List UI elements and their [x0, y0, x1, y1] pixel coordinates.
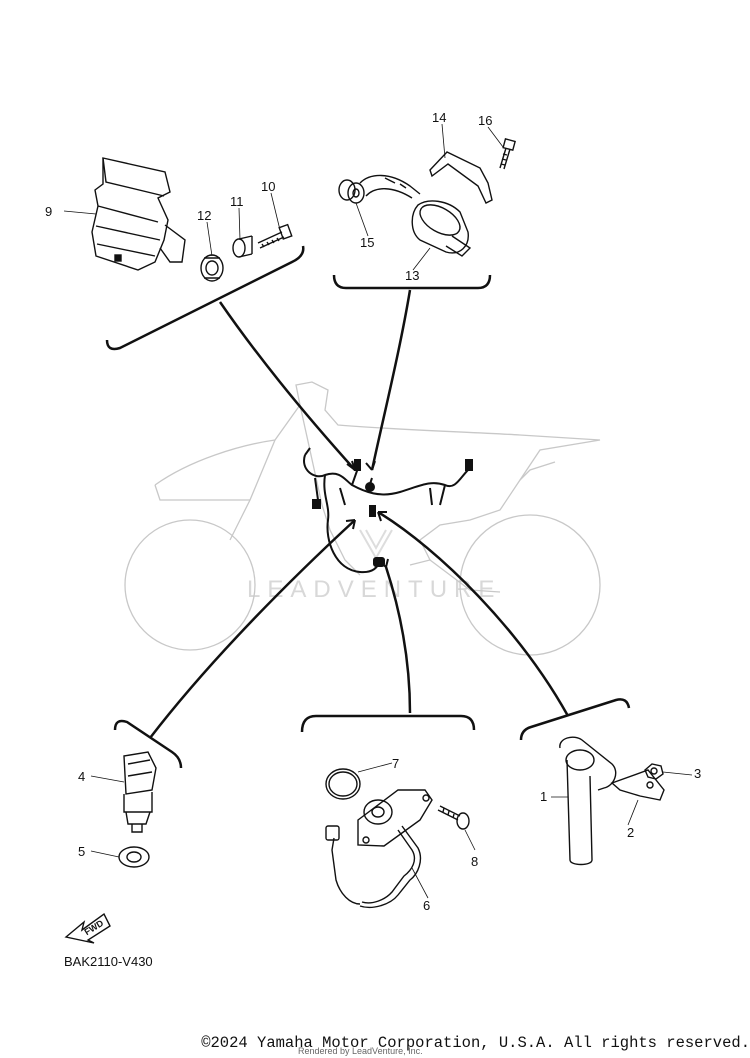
callout-10: 10: [261, 179, 275, 194]
o-ring-part: [325, 768, 361, 800]
callout-12: 12: [197, 208, 211, 223]
group-brackets: [105, 245, 631, 769]
callout-6: 6: [423, 898, 430, 913]
callout-15: 15: [360, 235, 374, 250]
coil-bolt-part: [499, 138, 516, 170]
grommet-part: [200, 254, 224, 282]
copyright-notice: ©2024 Yamaha Motor Corporation, U.S.A. A…: [201, 1034, 750, 1052]
callout-14: 14: [432, 110, 446, 125]
rendered-by-note: Rendered by LeadVenture, Inc.: [298, 1046, 423, 1056]
crank-sensor-part: [325, 789, 433, 909]
callout-9: 9: [45, 204, 52, 219]
forward-arrow-icon: FWD: [64, 912, 111, 944]
callout-leaders: [63, 123, 693, 899]
air-intake-sensor-part: [559, 736, 617, 866]
callout-13: 13: [405, 268, 419, 283]
callout-5: 5: [78, 844, 85, 859]
ecu-unit-part: [91, 157, 186, 271]
motorcycle-outline: [124, 381, 601, 656]
callout-2: 2: [627, 825, 634, 840]
callout-4: 4: [78, 769, 85, 784]
sensor-bracket-part: [610, 769, 665, 801]
callout-7: 7: [392, 756, 399, 771]
callout-16: 16: [478, 113, 492, 128]
leader-lines: [149, 289, 570, 739]
ignition-coil-part: [359, 174, 472, 257]
damper-part: [338, 179, 365, 204]
temperature-sensor-part: [123, 751, 157, 833]
bolt-part: [257, 223, 293, 249]
callout-11: 11: [230, 194, 244, 209]
coil-bracket-part: [429, 151, 493, 204]
sensor-bolt-part: [437, 805, 470, 830]
diagram-code: BAK2110-V430: [64, 954, 153, 969]
callout-1: 1: [540, 789, 547, 804]
watermark-text: LEADVENTURE: [247, 576, 501, 603]
nut-part: [644, 763, 664, 780]
wire-harness: [303, 447, 473, 574]
washer-part: [118, 846, 150, 868]
callout-3: 3: [694, 766, 701, 781]
collar-part: [232, 235, 253, 258]
callout-8: 8: [471, 854, 478, 869]
watermark: LEADVENTURE: [247, 529, 501, 603]
